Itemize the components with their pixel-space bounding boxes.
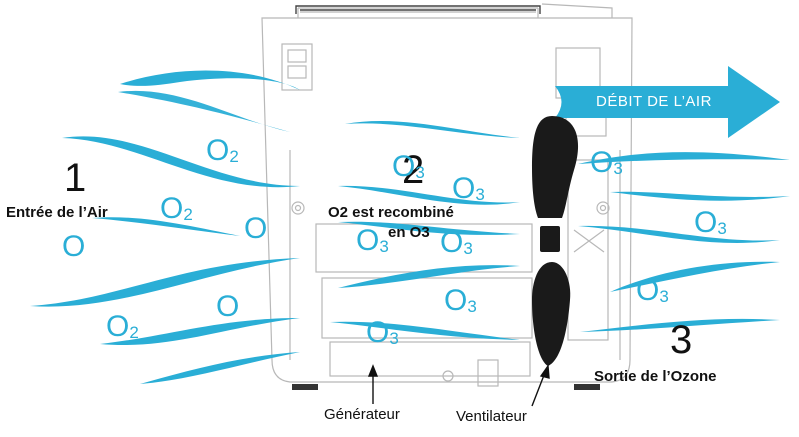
callout-pointers xyxy=(367,364,550,407)
fan-blades xyxy=(532,116,579,366)
device-feet xyxy=(292,384,600,390)
step-3-number: 3 xyxy=(670,318,693,362)
molecule-outlet-3: O3 xyxy=(636,274,669,307)
step-2-number: 2 xyxy=(402,148,425,192)
step-3-label: Sortie de l’Ozone xyxy=(594,368,717,385)
molecule-chamber-5: O3 xyxy=(444,284,477,317)
airflow-streams xyxy=(30,70,790,384)
molecule-inlet-4: O xyxy=(62,230,86,263)
step-1-label: Entrée de l’Air xyxy=(6,204,108,221)
device-housing xyxy=(261,3,633,387)
molecule-outlet-1: O3 xyxy=(590,146,623,179)
fan-upper-blade xyxy=(532,116,579,218)
fan-lower-blade xyxy=(532,262,571,366)
step-2-label-line1: O2 est recombiné xyxy=(328,204,454,221)
fan-label: Ventilateur xyxy=(456,408,527,425)
molecule-chamber-1: O3 xyxy=(392,150,425,183)
molecule-inlet-6: O2 xyxy=(106,310,139,343)
step-2-label-line2: en O3 xyxy=(388,224,430,241)
step-1-number: 1 xyxy=(64,156,87,200)
molecule-inlet-2: O2 xyxy=(160,192,193,225)
device-handle xyxy=(295,5,541,14)
airflow-label: DÉBIT DE L’AIR xyxy=(596,93,712,110)
molecule-chamber-4: O3 xyxy=(440,226,473,259)
molecule-inlet-5: O xyxy=(216,290,240,323)
generator-label: Générateur xyxy=(324,406,400,423)
fan-hub xyxy=(540,226,560,252)
molecule-inlet-1: O2 xyxy=(206,134,239,167)
molecule-outlet-2: O3 xyxy=(694,206,727,239)
molecule-chamber-2: O3 xyxy=(452,172,485,205)
molecule-chamber-6: O3 xyxy=(366,316,399,349)
molecule-chamber-3: O3 xyxy=(356,224,389,257)
molecule-inlet-3: O xyxy=(244,212,268,245)
airflow-arrow xyxy=(555,66,780,138)
